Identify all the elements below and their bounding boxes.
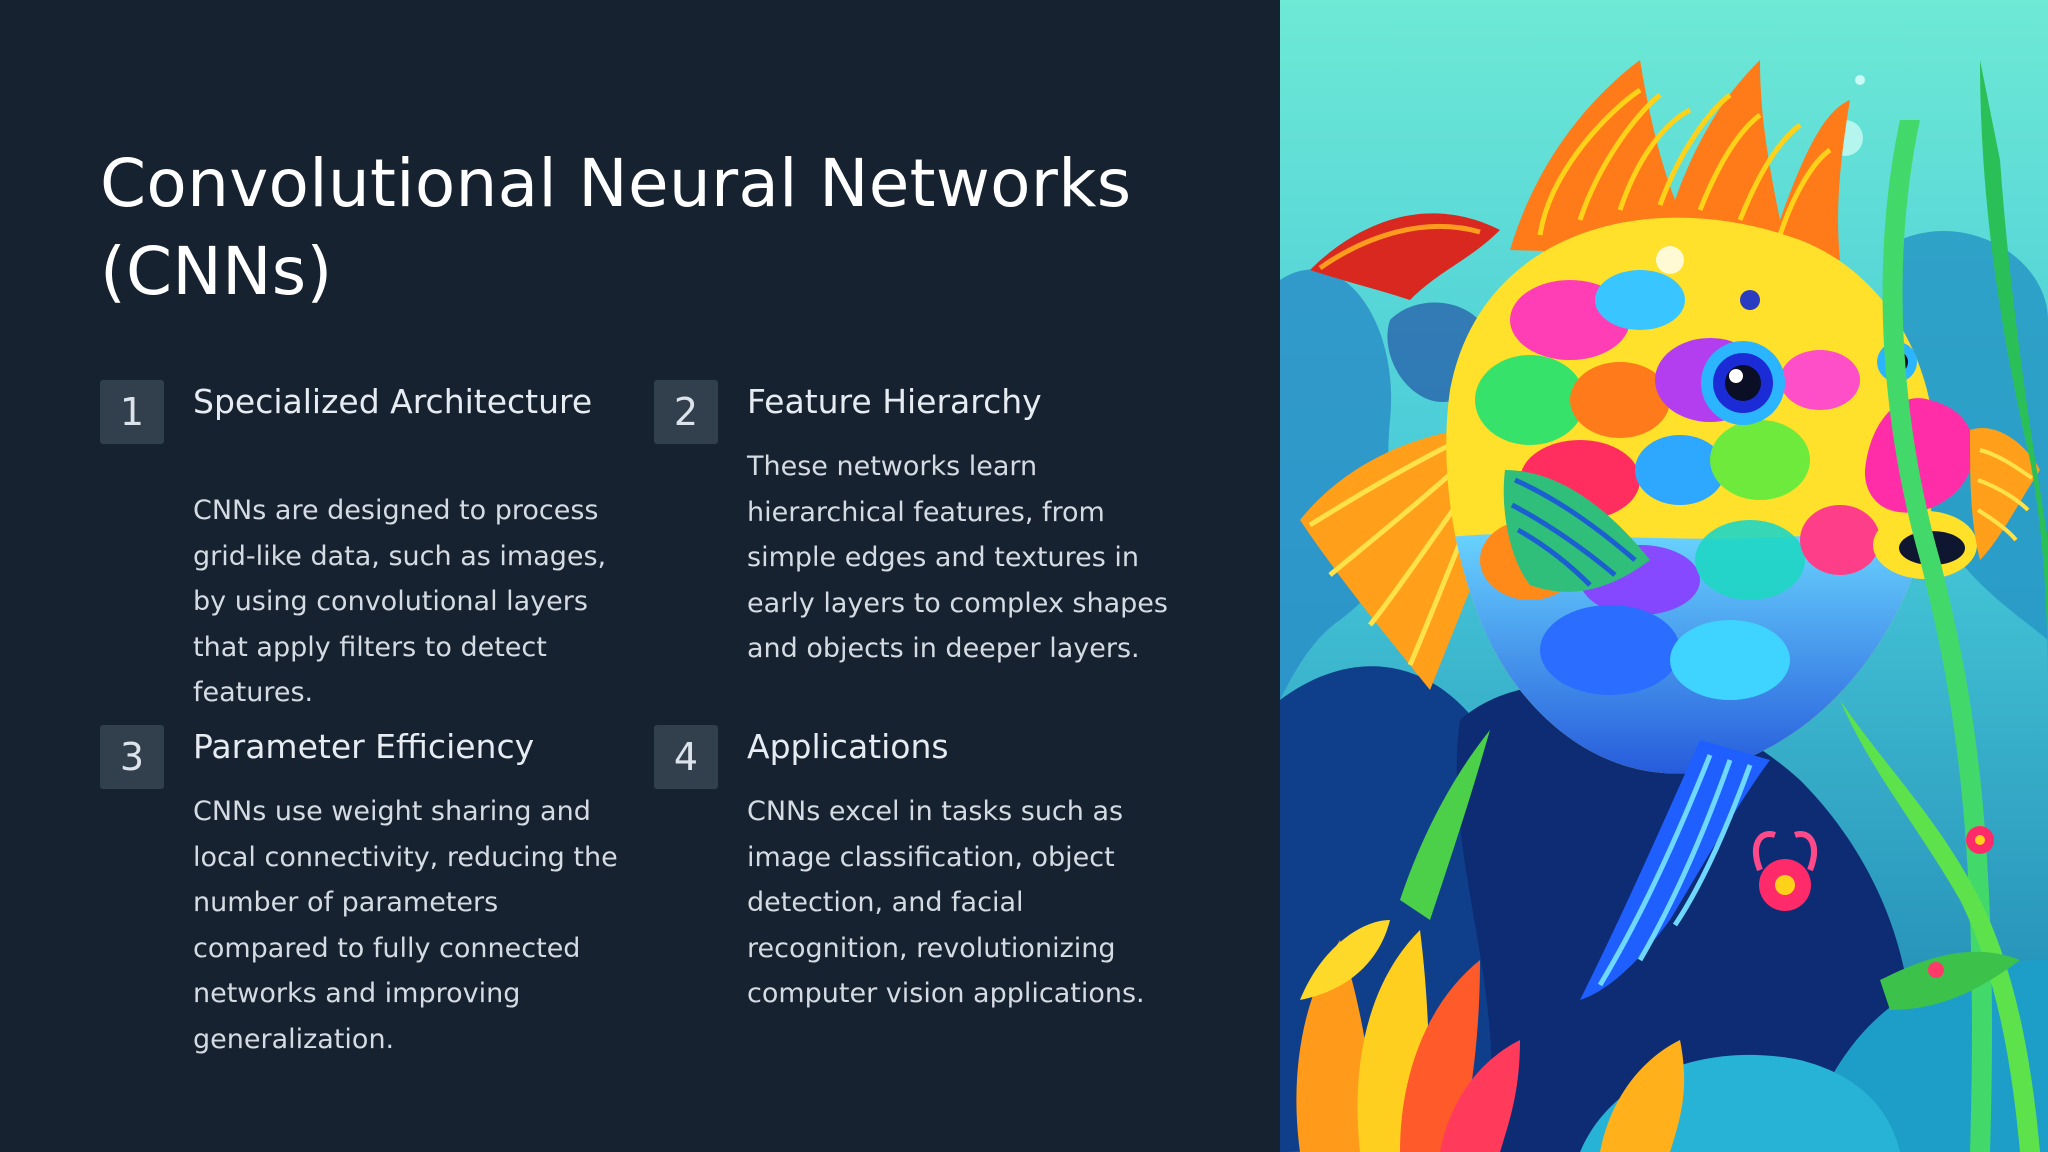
slide-title: Convolutional Neural Networks (CNNs) bbox=[100, 145, 1132, 310]
point-heading: Parameter Efficiency bbox=[193, 727, 535, 766]
number-badge: 4 bbox=[654, 725, 718, 789]
number-badge: 3 bbox=[100, 725, 164, 789]
point-text: CNNs excel in tasks such as image classi… bbox=[747, 796, 1145, 1009]
point-heading: Applications bbox=[747, 727, 949, 766]
point-heading: Feature Hierarchy bbox=[747, 382, 1042, 421]
colorful-fish-illustration bbox=[1280, 0, 2048, 1152]
point-heading: Specialized Architecture bbox=[193, 382, 593, 421]
number-badge: 1 bbox=[100, 380, 164, 444]
number-badge: 2 bbox=[654, 380, 718, 444]
point-text: CNNs are designed to process grid-like d… bbox=[193, 495, 607, 708]
point-text: CNNs use weight sharing and local connec… bbox=[193, 796, 618, 1055]
text-panel: Convolutional Neural Networks (CNNs) 1 S… bbox=[100, 145, 1168, 1055]
point-text: These networks learn hierarchical featur… bbox=[747, 451, 1168, 664]
